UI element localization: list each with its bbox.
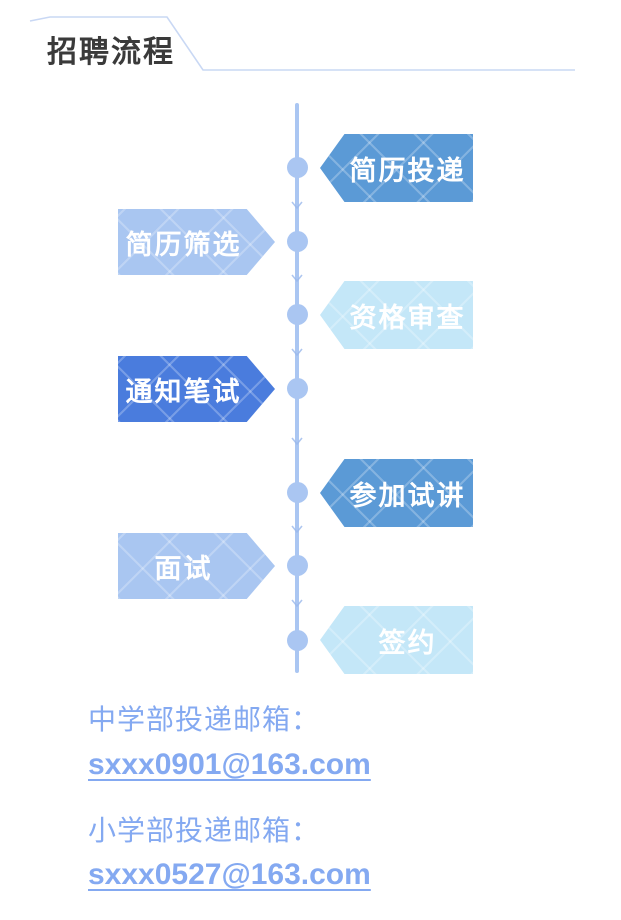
chevron-down-icon xyxy=(291,348,303,356)
timeline-dot xyxy=(286,157,308,178)
flow-step-interview: 面试 xyxy=(118,533,275,599)
timeline-dot xyxy=(286,482,308,503)
flow-step-signing: 签约 xyxy=(320,606,473,674)
flow-step-label: 通知笔试 xyxy=(125,376,242,407)
chevron-down-icon xyxy=(291,274,303,282)
email-link-primary-school[interactable]: sxxx0527@163.com xyxy=(88,858,371,891)
flow-step-qualification-review: 资格审查 xyxy=(320,281,473,349)
flow-step-written-test-notice: 通知笔试 xyxy=(118,356,275,422)
timeline-dot xyxy=(286,555,308,576)
timeline-dot xyxy=(286,630,308,651)
chevron-down-icon xyxy=(291,437,303,445)
contact-label-middle-school: 中学部投递邮箱： xyxy=(88,704,321,735)
flow-step-resume-screening: 简历筛选 xyxy=(118,209,275,275)
email-link-middle-school[interactable]: sxxx0901@163.com xyxy=(88,748,371,781)
contact-label-primary-school: 小学部投递邮箱： xyxy=(88,815,321,846)
flow-step-trial-lecture: 参加试讲 xyxy=(320,459,473,527)
flow-step-label: 简历投递 xyxy=(349,155,466,186)
chevron-down-icon xyxy=(291,599,303,607)
flow-step-label: 参加试讲 xyxy=(349,480,466,511)
chevron-down-icon xyxy=(291,201,303,209)
flow-step-label: 简历筛选 xyxy=(125,229,242,260)
timeline-dot xyxy=(286,378,308,399)
chevron-down-icon xyxy=(291,525,303,533)
timeline-dot xyxy=(286,231,308,252)
timeline-dot xyxy=(286,304,308,325)
flow-step-label: 资格审查 xyxy=(349,302,466,333)
flow-step-label: 签约 xyxy=(378,627,437,658)
page-title: 招聘流程 xyxy=(47,36,175,69)
flow-step-label: 面试 xyxy=(154,553,213,584)
flow-step-resume-submission: 简历投递 xyxy=(320,134,473,202)
